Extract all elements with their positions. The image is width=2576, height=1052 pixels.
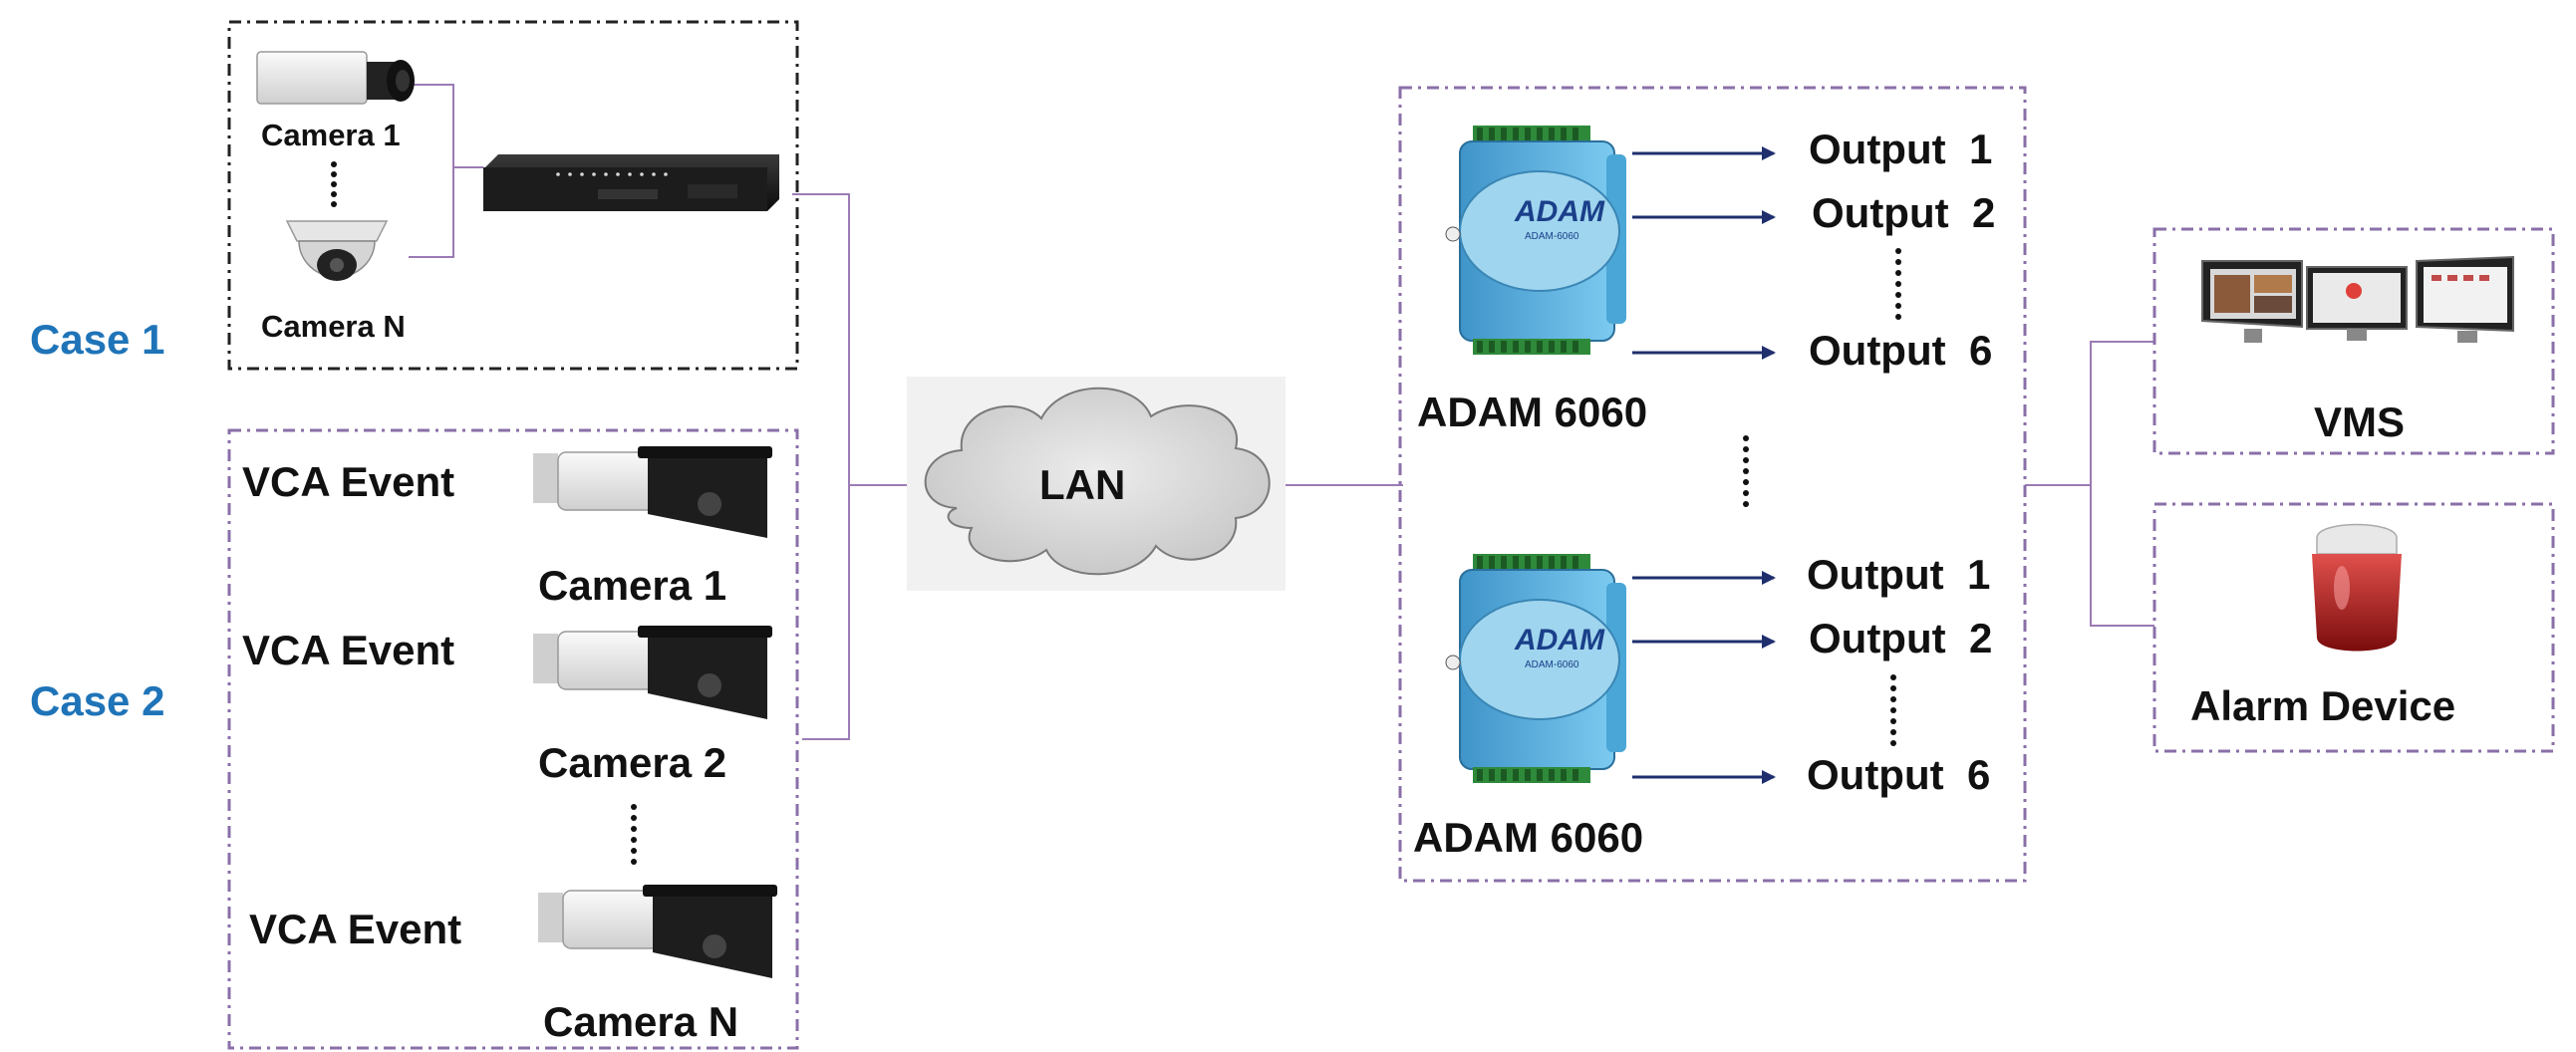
case2-camera-label-2: Camera 2 bbox=[538, 739, 727, 786]
case2-ellipsis-icon bbox=[631, 804, 637, 865]
box-camera-icon bbox=[256, 51, 415, 105]
alarm-device-label: Alarm Device bbox=[2190, 682, 2456, 729]
bullet-camera-icon-2 bbox=[533, 626, 772, 719]
vms-box bbox=[2152, 227, 2555, 455]
output-ellipsis-icons bbox=[1743, 248, 1901, 746]
alarm-box bbox=[2152, 502, 2555, 753]
adam-box bbox=[1398, 86, 2027, 883]
case2-box bbox=[227, 428, 799, 1050]
case1-ellipsis-icon bbox=[331, 161, 337, 207]
case2-camera-label-3: Camera N bbox=[543, 998, 739, 1045]
case1-label: Case 1 bbox=[30, 316, 165, 363]
case1-camera-bottom-label: Camera N bbox=[261, 309, 406, 344]
vca-event-label-3: VCA Event bbox=[249, 906, 462, 952]
adam-module-name-1: ADAM 6060 bbox=[1417, 389, 1648, 435]
nvr-icon bbox=[483, 154, 779, 211]
adam-module-brand-1: ADAM bbox=[1514, 195, 1605, 228]
dest-bracket bbox=[2090, 341, 2154, 627]
adam-module-name-2: ADAM 6060 bbox=[1413, 814, 1644, 861]
dome-camera-icon bbox=[285, 220, 389, 281]
bullet-camera-icon-1 bbox=[533, 446, 772, 538]
case1-camera-bracket bbox=[409, 84, 454, 258]
connector-lines bbox=[409, 84, 2154, 740]
monitors-icon bbox=[2201, 255, 2514, 343]
output-arrows bbox=[1632, 146, 1776, 784]
lan-label: LAN bbox=[1039, 461, 1126, 508]
siren-icon bbox=[2312, 523, 2402, 652]
adam-module-icon-1: ADAM ADAM-6060 bbox=[1445, 126, 1626, 355]
adam-module-brand-2: ADAM bbox=[1514, 624, 1605, 657]
case2-label: Case 2 bbox=[30, 677, 165, 724]
cloud-icon bbox=[924, 387, 1271, 576]
adam-module-model-1: ADAM-6060 bbox=[1525, 231, 1579, 242]
vca-event-label-2: VCA Event bbox=[242, 627, 455, 673]
output-label-m1-1: Output 1 bbox=[1809, 126, 1993, 172]
output-label-m2-1: Output 1 bbox=[1807, 551, 1991, 598]
case2-camera-label-1: Camera 1 bbox=[538, 562, 727, 609]
output-label-m1-2: Output 2 bbox=[1812, 189, 1996, 236]
output-label-m1-6: Output 6 bbox=[1809, 327, 1993, 374]
case1-camera-top-label: Camera 1 bbox=[261, 118, 401, 152]
adam-module-model-2: ADAM-6060 bbox=[1525, 659, 1579, 670]
output-label-m2-6: Output 6 bbox=[1807, 751, 1991, 798]
case-trunk-line bbox=[792, 193, 850, 740]
vms-label: VMS bbox=[2314, 398, 2406, 445]
bullet-camera-icon-3 bbox=[538, 885, 777, 978]
output-label-m2-2: Output 2 bbox=[1809, 615, 1993, 661]
adam-module-icon-2: ADAM ADAM-6060 bbox=[1445, 554, 1626, 783]
vca-event-label-1: VCA Event bbox=[242, 458, 455, 505]
